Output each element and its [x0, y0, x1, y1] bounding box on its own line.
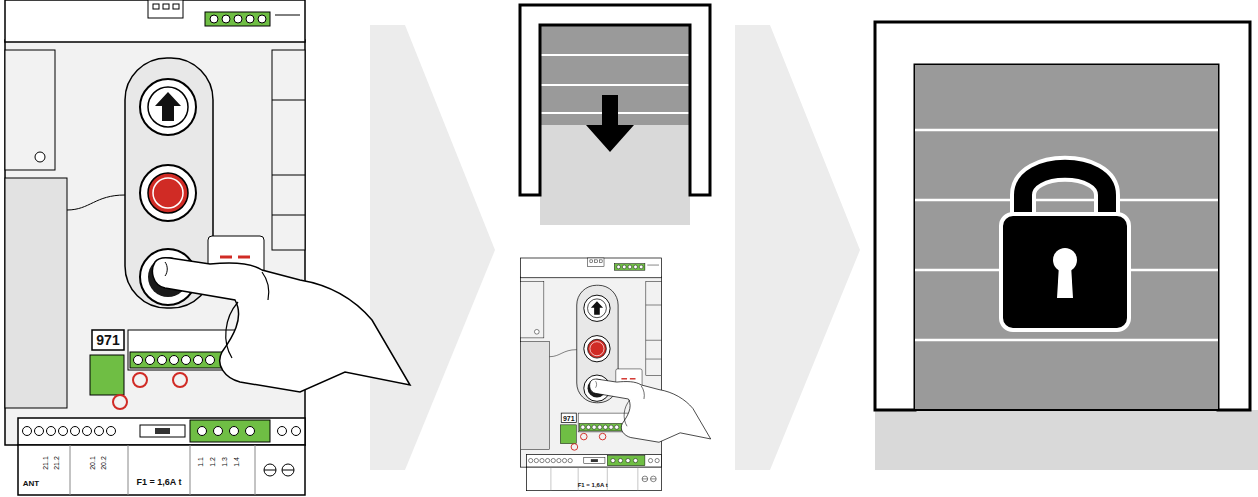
terminal-label: 1.4 — [233, 457, 240, 467]
terminal-label: 1.1 — [197, 457, 204, 467]
terminal-label: 20.1 — [89, 456, 96, 470]
terminal-label: 1.3 — [221, 457, 228, 467]
terminal-label: 21.1 — [42, 456, 49, 470]
board-number: 971 — [563, 414, 575, 421]
board-number: 971 — [96, 333, 119, 347]
terminal-label: 1.2 — [209, 457, 216, 467]
step-chevron — [735, 25, 860, 470]
terminal-label: ANT — [23, 480, 39, 488]
terminal-label: F1 = 1,6A t — [578, 482, 608, 488]
terminal-label: 20.2 — [100, 456, 107, 470]
control-board-small — [520, 258, 710, 491]
locked-door — [875, 22, 1258, 470]
closing-door — [520, 5, 710, 225]
terminal-label: 21.2 — [53, 456, 60, 470]
control-board — [5, 0, 410, 495]
step-chevron — [370, 25, 495, 470]
terminal-label: F1 = 1,6A t — [137, 478, 182, 487]
